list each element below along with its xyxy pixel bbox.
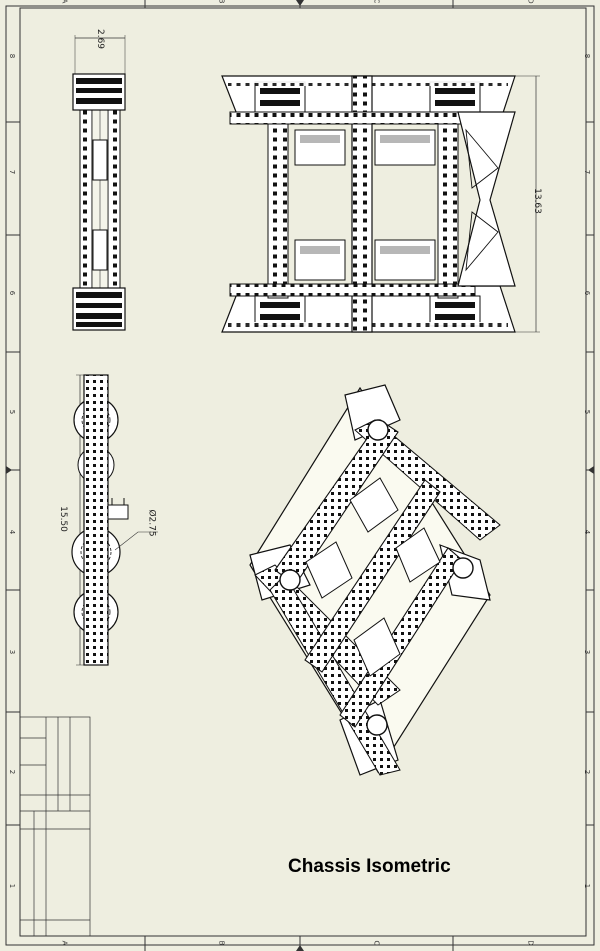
- zone-label-top-b: B: [217, 0, 226, 4]
- zone-label-bottom-b: B: [217, 940, 226, 946]
- zone-label-right-3: 3: [583, 649, 592, 655]
- zone-label-bottom-a: A: [60, 940, 69, 946]
- end-view: [71, 374, 158, 666]
- zone-label-bottom-c: C: [372, 940, 381, 946]
- isometric-view: [249, 384, 501, 776]
- zone-label-top-a: A: [60, 0, 69, 4]
- zone-label-top-c: C: [372, 0, 381, 4]
- zone-label-left-5: 5: [8, 409, 17, 415]
- zone-label-top-d: D: [526, 0, 535, 4]
- side-view: [72, 35, 126, 331]
- zone-label-left-6: 6: [8, 290, 17, 296]
- top-view: [221, 75, 540, 333]
- zone-label-bottom-d: D: [526, 940, 535, 946]
- zone-label-left-2: 2: [8, 769, 17, 775]
- zone-label-right-7: 7: [583, 169, 592, 175]
- zone-label-right-4: 4: [583, 529, 592, 535]
- zone-label-right-1: 1: [583, 883, 592, 889]
- zone-label-left-7: 7: [8, 169, 17, 175]
- dimension-height: 13.63: [531, 188, 542, 214]
- zone-label-right-6: 6: [583, 290, 592, 296]
- zone-label-right-2: 2: [583, 769, 592, 775]
- isometric-caption: Chassis Isometric: [288, 856, 451, 877]
- sheet-border: [5, 0, 595, 951]
- dimension-length: 15.50: [57, 506, 68, 532]
- zone-label-left-3: 3: [8, 649, 17, 655]
- zone-label-right-5: 5: [583, 409, 592, 415]
- zone-label-left-1: 1: [8, 883, 17, 889]
- zone-label-left-8: 8: [8, 53, 17, 59]
- zone-label-right-8: 8: [583, 53, 592, 59]
- dimension-wheel-diameter: Ø2.75: [146, 509, 157, 537]
- title-block: [19, 716, 91, 937]
- zone-label-left-4: 4: [8, 529, 17, 535]
- dimension-width: 2.69: [95, 28, 106, 50]
